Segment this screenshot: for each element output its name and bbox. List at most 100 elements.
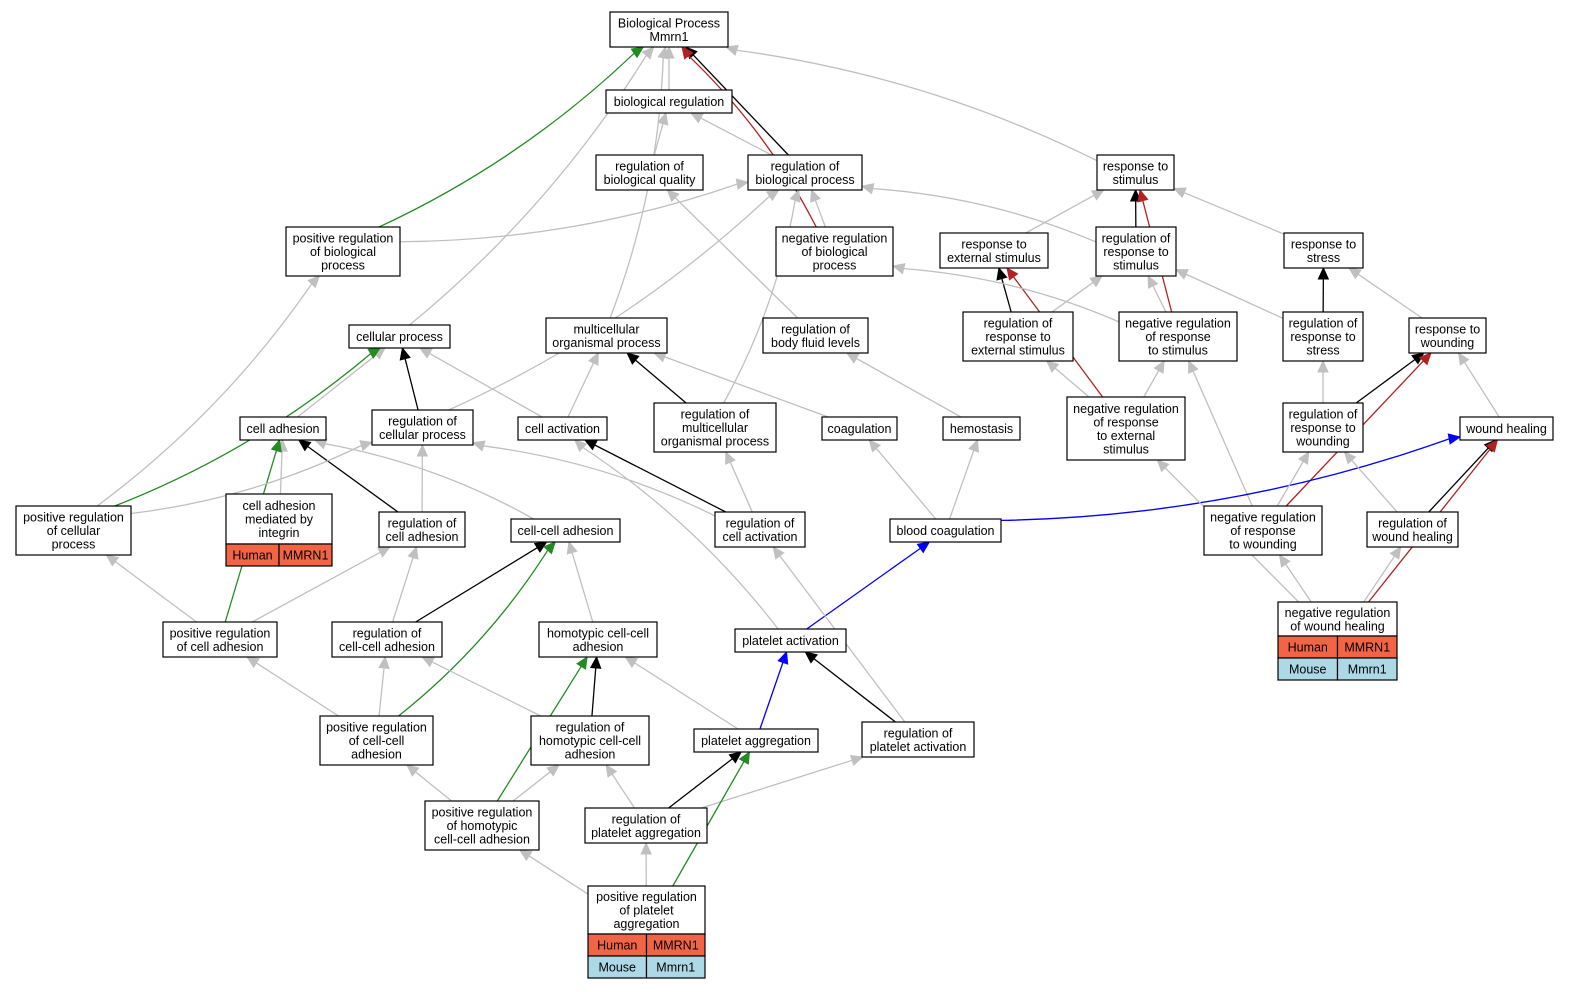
arrowhead — [772, 546, 785, 560]
node-label-line: adhesion — [573, 640, 624, 654]
arrowhead — [916, 541, 931, 554]
arrowhead — [270, 438, 282, 453]
node-label-line: regulation of — [884, 726, 953, 740]
gene-symbol: MMRN1 — [653, 939, 699, 953]
arrowhead — [849, 754, 864, 766]
arrowhead — [1188, 359, 1199, 374]
edge-line — [611, 773, 636, 809]
edge-line — [1183, 192, 1285, 235]
node-box — [1366, 511, 1459, 548]
edge-line — [130, 444, 362, 515]
edge-is-a — [246, 656, 339, 717]
node-label-line: response to — [985, 330, 1050, 344]
node-label-line: multicellular — [682, 421, 748, 435]
node-box — [762, 317, 869, 354]
edge-line — [307, 445, 399, 513]
arrowhead — [1156, 459, 1170, 473]
arrowhead — [1389, 545, 1402, 560]
edge-negatively-regulates — [681, 46, 817, 228]
edge-is-a — [810, 188, 826, 228]
node-label-line: cell activation — [525, 422, 600, 436]
node-label-line: regulation of — [1102, 232, 1171, 246]
node-label-line: negative regulation — [1125, 317, 1231, 331]
edge-is-a — [573, 439, 779, 630]
edge-regulates — [1000, 433, 1462, 522]
node-box — [1096, 154, 1175, 191]
node-label-line: regulation of — [615, 159, 684, 173]
edge-is-a — [723, 188, 801, 404]
node-label-line: of cell adhesion — [177, 640, 264, 654]
node-box — [714, 511, 806, 548]
gene-cell — [1336, 657, 1398, 681]
edge-line — [429, 352, 543, 418]
edge-line — [1363, 555, 1396, 603]
arrowhead — [777, 650, 789, 665]
edge-line — [872, 188, 1097, 243]
edge-line — [582, 446, 779, 630]
edge-line — [279, 450, 283, 495]
arrowhead — [810, 188, 821, 203]
arrowhead — [583, 439, 598, 451]
node-label-line: homotypic cell-cell — [547, 626, 649, 640]
node-box — [538, 621, 658, 658]
edge-line — [398, 549, 549, 717]
edge-line — [653, 123, 664, 156]
edge-is-a — [518, 849, 589, 895]
edge-is-a — [860, 183, 1097, 243]
arrowhead — [804, 651, 818, 664]
edge-line — [1351, 459, 1398, 513]
node-label-line: process — [321, 259, 365, 273]
node-label-line: negative regulation — [1210, 511, 1316, 525]
edge-is-a — [868, 439, 937, 520]
edge-is-a — [448, 189, 780, 411]
edge-line — [875, 447, 937, 520]
node-box — [1282, 402, 1364, 453]
node-box — [371, 409, 474, 446]
arrowhead — [1485, 439, 1499, 453]
node-label-line: cell-cell adhesion — [434, 833, 530, 847]
node-label-line: platelet aggregation — [701, 734, 811, 748]
arrowhead — [1137, 188, 1149, 203]
edge-line — [567, 362, 595, 418]
node-label-line: positive regulation — [170, 626, 271, 640]
arrowhead — [765, 189, 780, 202]
gene-symbol: MMRN1 — [1344, 641, 1390, 655]
edge-line — [664, 356, 829, 418]
arrowhead — [1447, 433, 1462, 445]
arrowhead — [1172, 187, 1187, 199]
arrowhead — [543, 541, 556, 555]
arrowhead — [1089, 275, 1103, 288]
arrowhead — [1457, 351, 1470, 366]
node-label-line: of cellular — [47, 524, 101, 538]
node-label-line: of biological — [310, 245, 376, 259]
node-label-line: cell-cell adhesion — [339, 640, 435, 654]
node-label-line: Biological Process — [618, 16, 720, 30]
node-label-line: hemostasis — [950, 422, 1013, 436]
edge-line — [688, 55, 817, 228]
node-box — [162, 621, 278, 658]
edge-line — [431, 661, 542, 717]
arrowhead — [416, 443, 429, 457]
node-label-line: positive regulation — [293, 232, 394, 246]
arrowhead — [1418, 352, 1432, 366]
edge-is-a — [1348, 267, 1423, 319]
node-label-line: positive regulation — [432, 806, 533, 820]
node-label-line: aggregation — [613, 917, 679, 931]
arrowhead — [589, 655, 602, 669]
species-label: Human — [597, 939, 637, 953]
node-label-line: of response — [1145, 330, 1210, 344]
node-label-line: organismal process — [661, 435, 769, 449]
arrowhead — [377, 546, 391, 558]
edge-line — [1152, 285, 1167, 313]
edge-line — [448, 195, 771, 411]
node-box — [693, 728, 819, 753]
